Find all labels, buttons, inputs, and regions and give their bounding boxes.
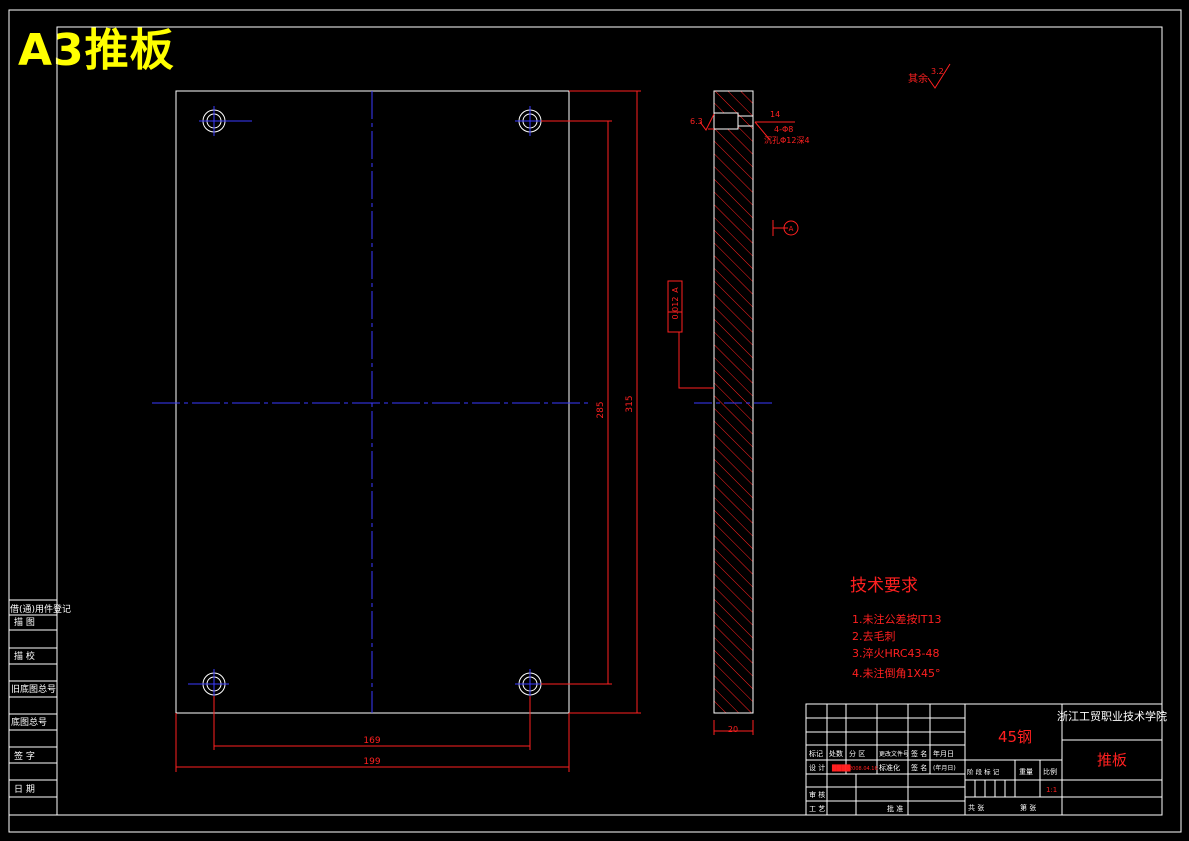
dim-counterbore-diameter: 14 (770, 110, 780, 119)
outer-border (8, 9, 1182, 833)
dim-hole-span-horizontal: 169 (363, 736, 380, 746)
tb-label-scale: 比例 (1043, 767, 1057, 776)
dim-overall-width: 199 (363, 757, 380, 767)
strip-label-base-number: 底图总号 (11, 716, 47, 728)
tb-designer: ████ (831, 764, 851, 772)
hole-top-left (199, 106, 252, 136)
tb-label-mark: 标记 (809, 749, 823, 758)
tb-scale-value: 1:1 (1046, 786, 1057, 794)
tb-label-standard: 标准化 (879, 763, 900, 772)
tb-label-stage: 阶 段 标 记 (967, 767, 1000, 776)
strip-label-borrow: 借(通)用件登记 (10, 603, 71, 615)
dim-counterbore-depth: 6.3 (690, 117, 703, 126)
hole-bottom-right (515, 669, 545, 699)
tb-label-design: 设 计 (809, 763, 825, 772)
tb-label-sign: 签 名 (911, 749, 927, 758)
side-annotations (667, 113, 799, 735)
tech-req-item-2: 2.去毛刺 (852, 630, 896, 643)
dim-hole-spec: 4-Φ8 (774, 125, 793, 134)
tb-label-total-sheets: 共 张 (968, 803, 984, 812)
dimension-lines (175, 90, 641, 772)
tb-label-ymd: 年月日 (933, 749, 954, 758)
dim-thickness: 20 (728, 725, 738, 734)
strip-label-sign: 签 字 (14, 750, 35, 762)
roughness-prefix: 其余 (908, 72, 928, 85)
sheet-title: A3推板 (18, 25, 175, 76)
tech-req-item-1: 1.未注公差按IT13 (852, 612, 941, 626)
school-name: 浙江工贸职业技术学院 (1057, 709, 1167, 723)
counterbore-section (713, 112, 739, 130)
tech-req-title: 技术要求 (850, 576, 918, 596)
tech-req-item-3: 3.淬火HRC43-48 (852, 646, 940, 660)
tb-label-change-doc: 更改文件号 (879, 750, 909, 758)
dim-overall-height: 315 (625, 395, 635, 412)
plate-section-side (713, 90, 754, 714)
technical-requirements: 技术要求 1.未注公差按IT13 2.去毛刺 3.淬火HRC43-48 4.未注… (850, 576, 941, 680)
tech-req-item-4: 4.未注倒角1X45° (852, 666, 941, 680)
tolerance-datum: A (671, 287, 680, 293)
strip-label-tracing: 描 图 (14, 616, 35, 628)
datum-letter: A (789, 225, 794, 233)
inner-border (56, 26, 1163, 816)
roughness-note: 其余 3.2 (908, 63, 951, 89)
tb-label-approve: 批 准 (887, 804, 903, 813)
strip-label-date: 日 期 (14, 784, 35, 795)
tb-label-ymd-2: (年月日) (933, 764, 956, 772)
strip-label-old-number: 旧底图总号 (11, 683, 56, 695)
material-label: 45钢 (998, 728, 1032, 746)
tb-label-review: 审 核 (809, 790, 825, 799)
tb-date: 2008.04.16 (849, 766, 878, 772)
part-name: 推板 (1097, 751, 1127, 769)
title-block (805, 703, 1163, 816)
roughness-value: 3.2 (931, 67, 944, 76)
dim-hole-span-vertical: 285 (596, 401, 606, 418)
tb-label-zone: 分 区 (849, 749, 865, 758)
hole-bottom-left (188, 669, 229, 699)
strip-label-trace-check: 描 校 (14, 650, 35, 662)
tb-label-weight: 重量 (1019, 768, 1033, 776)
tolerance-value: 0.012 (671, 297, 680, 320)
tb-label-count: 处数 (829, 749, 843, 758)
tb-label-sign-2: 签 名 (911, 763, 927, 772)
tb-label-process: 工 艺 (809, 805, 825, 813)
left-strip-table (8, 599, 58, 816)
tb-label-sheet-no: 第 张 (1020, 803, 1036, 812)
dim-thread-spec: 沉孔Φ12深4 (764, 136, 810, 145)
hole-top-right (515, 106, 545, 136)
